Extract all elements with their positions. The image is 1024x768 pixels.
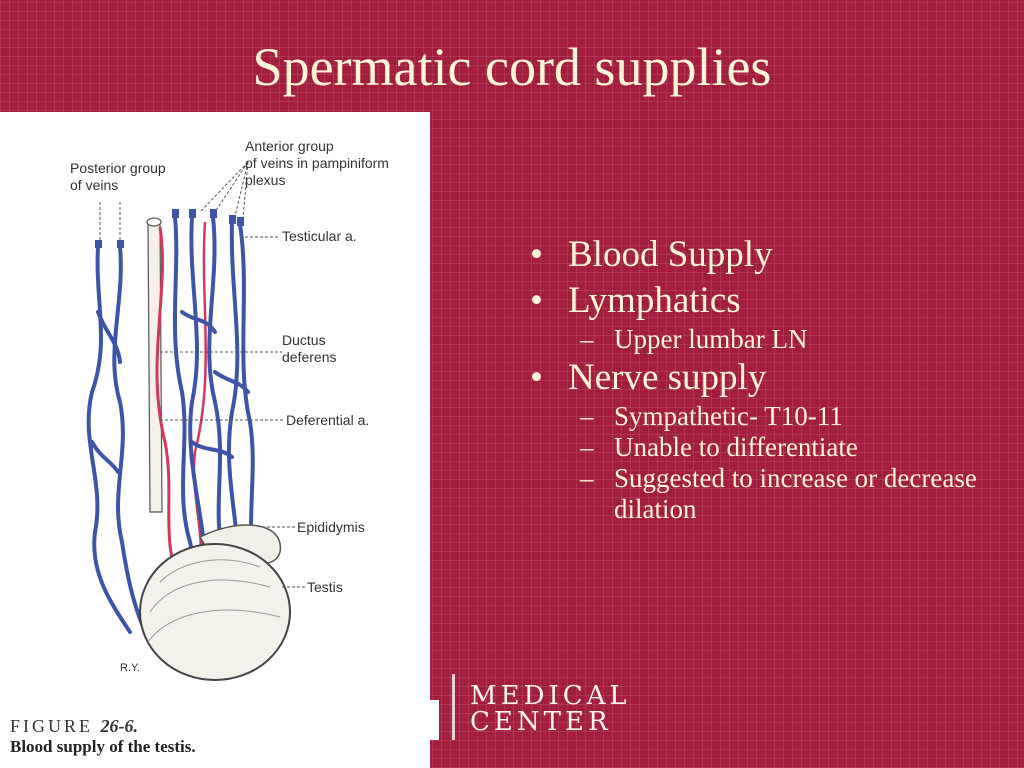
artist-initials: R.Y. — [120, 662, 140, 674]
bullet-item: Lymphatics — [530, 278, 1010, 324]
bullet-item: Nerve supply — [530, 355, 1010, 401]
vein-ends — [95, 209, 244, 248]
testis-shape — [139, 543, 291, 681]
bullet-item: Blood Supply — [530, 232, 1010, 278]
sub-bullet-item: Upper lumbar LN — [530, 324, 1010, 355]
slide-title: Spermatic cord supplies — [252, 37, 772, 97]
testis-blood-supply-illustration — [86, 161, 305, 681]
testicular-artery-path — [155, 226, 182, 583]
sub-bullet-item: Sympathetic- T10-11 — [530, 401, 1010, 432]
figure-word: FIGURE — [10, 716, 94, 736]
label-leader-lines — [99, 161, 305, 588]
bullet-list: Blood SupplyLymphaticsUpper lumbar LNNer… — [530, 232, 1010, 525]
figure-caption-title: FIGURE 26-6. — [10, 716, 138, 737]
logo-line-medical: MEDICAL — [470, 681, 631, 711]
figure-number: 26-6. — [100, 716, 139, 736]
ductus-deferens-tube — [147, 221, 163, 513]
testis-label: Testis — [307, 579, 343, 595]
posterior-veins — [86, 245, 152, 644]
deferential-artery-label: Deferential a. — [286, 412, 370, 428]
medical-center-logo: MEDICAL CENTER — [452, 674, 642, 740]
logo-line-center: CENTER — [470, 707, 612, 737]
figure-caption-text: Blood supply of the testis. — [10, 737, 196, 756]
figure-panel-notch — [425, 700, 439, 740]
logo-divider — [452, 674, 455, 740]
epididymis-label: Epididymis — [297, 519, 365, 535]
testicular-artery-label: Testicular a. — [282, 228, 357, 244]
sub-bullet-item: Unable to differentiate — [530, 432, 1010, 463]
sub-bullet-item: Suggested to increase or decrease dilati… — [530, 463, 1010, 525]
